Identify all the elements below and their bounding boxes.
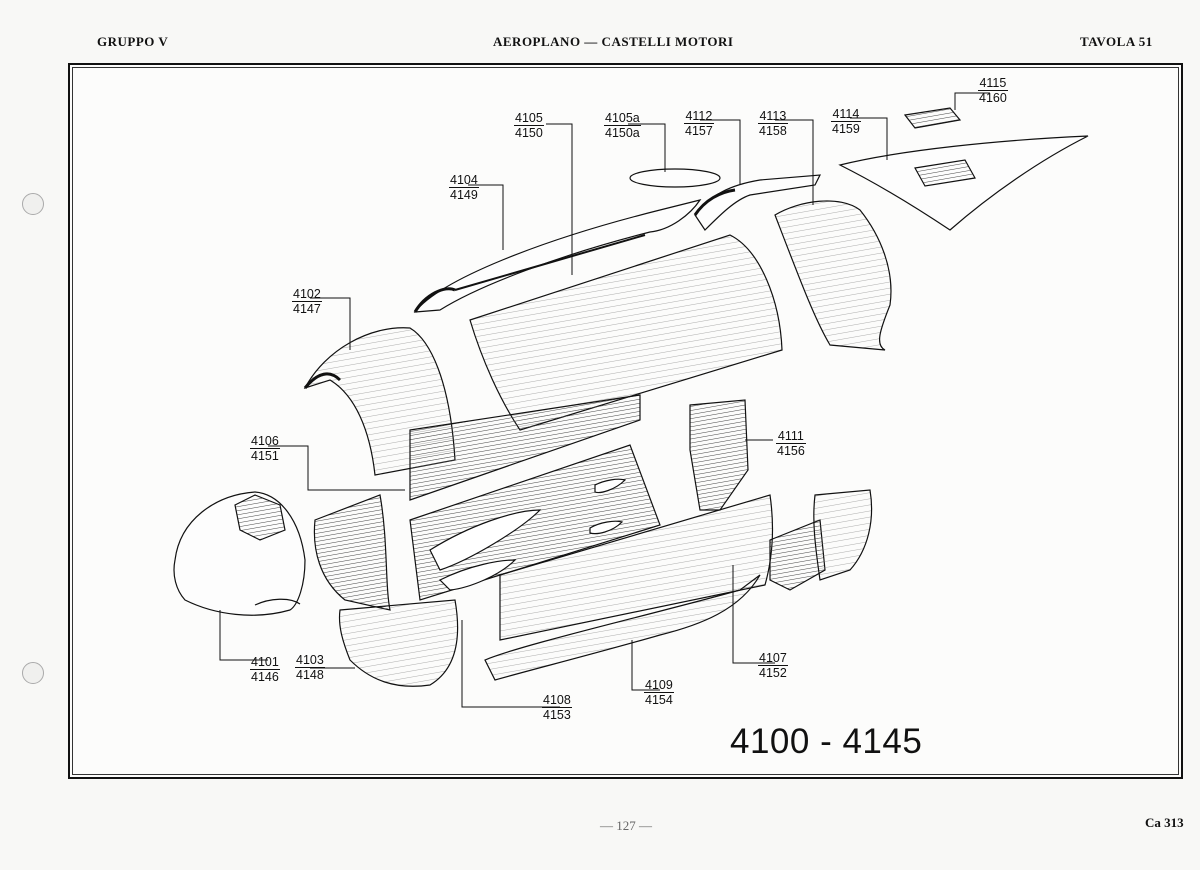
upper-panel	[413, 199, 702, 313]
punch-hole-icon	[22, 662, 44, 684]
plate-number: TAVOLA 51	[1080, 34, 1153, 49]
small-plate	[903, 107, 962, 129]
group-header: GRUPPO V	[97, 34, 169, 49]
tail-fairing	[838, 135, 1089, 231]
title-header: AEROPLANO — CASTELLI MOTORI	[493, 34, 734, 49]
document-code: Ca 313	[1145, 815, 1184, 830]
page-number: — 127 —	[600, 818, 652, 833]
leader-lines	[219, 92, 990, 708]
punch-hole-icon	[22, 193, 44, 215]
exhaust-panel	[409, 444, 661, 601]
inner-border	[72, 67, 1179, 775]
engine-frame	[689, 399, 826, 591]
rear-lower-cowl	[813, 489, 873, 581]
upper-rear-panel	[693, 174, 822, 231]
side-panel	[469, 234, 783, 431]
nose-cap-part	[173, 491, 306, 616]
bottom-panel	[484, 574, 761, 681]
lower-front-cowl	[313, 494, 459, 687]
left-lower-panel	[409, 394, 641, 501]
rear-cowl	[774, 200, 892, 351]
cover-cap	[629, 168, 721, 188]
range-label: 4100 - 4145	[730, 722, 923, 761]
